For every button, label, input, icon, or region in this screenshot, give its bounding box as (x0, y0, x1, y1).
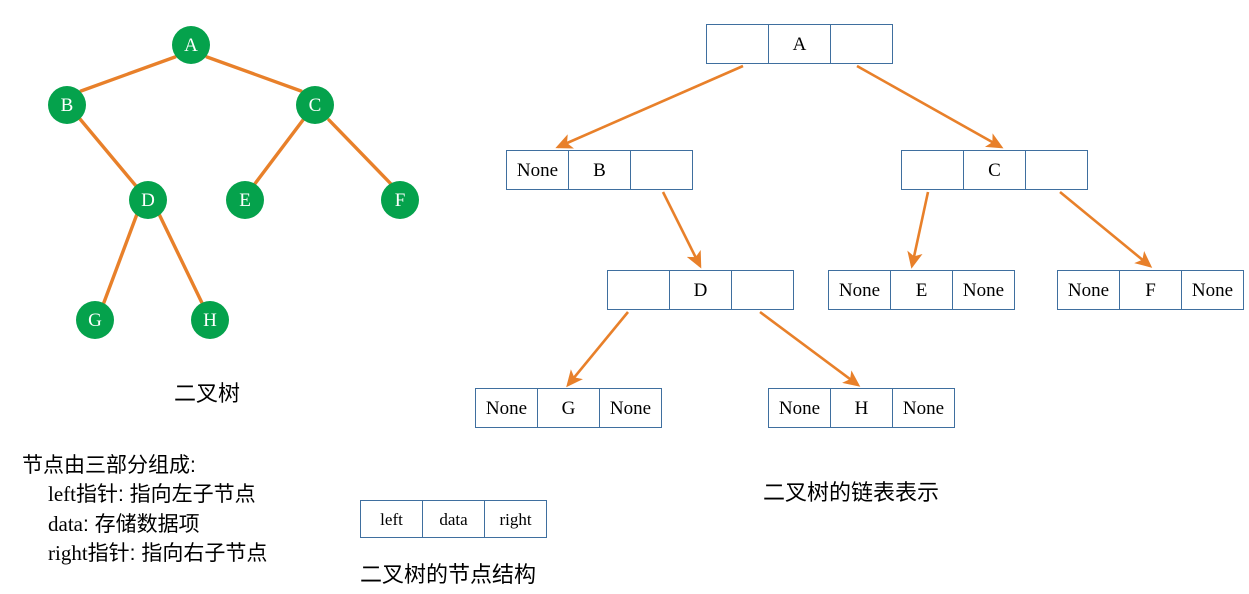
tree-edge-b-d (78, 117, 138, 188)
tree-node-h[interactable]: H (191, 301, 229, 339)
tree-edge-c-e (252, 118, 305, 187)
explanation-desc-left: 指针: 指向左子节点 (75, 483, 256, 507)
tree-node-g[interactable]: G (76, 301, 114, 339)
explanation-line-data: data: 存储数据项 (22, 510, 267, 539)
explanation-term-left: left (48, 482, 76, 507)
explanation-line-left: left指针: 指向左子节点 (22, 480, 267, 509)
ll-node-g[interactable]: None G None (475, 388, 662, 428)
ll-node-h[interactable]: None H None (768, 388, 955, 428)
ll-node-b[interactable]: None B (506, 150, 693, 190)
ll-node-h-right-cell[interactable]: None (892, 388, 955, 428)
ll-node-f[interactable]: None F None (1057, 270, 1244, 310)
tree-node-e[interactable]: E (226, 181, 264, 219)
explanation-desc-data: : 存储数据项 (82, 512, 200, 536)
node-structure-caption: 二叉树的节点结构 (360, 562, 537, 587)
tree-edge-c-f (327, 118, 394, 187)
ll-node-e-right-cell[interactable]: None (952, 270, 1015, 310)
tree-node-label: H (203, 309, 217, 331)
tree-node-label: C (308, 94, 322, 116)
ll-node-c-right-cell[interactable] (1025, 150, 1088, 190)
explanation-line-right: right指针: 指向右子节点 (22, 539, 267, 568)
ll-node-b-right-cell[interactable] (630, 150, 693, 190)
tree-node-c[interactable]: C (296, 86, 334, 124)
ll-node-h-data-cell: H (830, 388, 893, 428)
linked-list-caption: 二叉树的链表表示 (763, 480, 940, 505)
ll-node-g-data-cell: G (537, 388, 600, 428)
ll-node-d-right-cell[interactable] (731, 270, 794, 310)
tree-node-b[interactable]: B (48, 86, 86, 124)
ll-node-d-data-cell: D (669, 270, 732, 310)
ll-arrow-a-left-to-b (555, 64, 744, 149)
tree-node-label: D (141, 189, 155, 211)
ll-node-c[interactable]: C (901, 150, 1088, 190)
explanation-term-right: right (48, 541, 88, 566)
tree-node-f[interactable]: F (381, 181, 419, 219)
ll-node-f-left-cell[interactable]: None (1057, 270, 1120, 310)
ll-arrow-b-right-to-d (661, 191, 702, 269)
ll-node-a-left-cell[interactable] (706, 24, 769, 64)
ll-node-g-right-cell[interactable]: None (599, 388, 662, 428)
ll-node-g-left-cell[interactable]: None (475, 388, 538, 428)
tree-node-label: B (60, 94, 74, 116)
ll-node-a-right-cell[interactable] (830, 24, 893, 64)
ll-node-a[interactable]: A (706, 24, 893, 64)
node-structure-data-cell: data (422, 500, 485, 538)
explanation-block: 节点由三部分组成: left指针: 指向左子节点 data: 存储数据项 rig… (22, 452, 267, 568)
node-structure-right-cell: right (484, 500, 547, 538)
ll-node-d-left-cell[interactable] (607, 270, 670, 310)
tree-node-label: G (88, 309, 102, 331)
ll-node-e-data-cell: E (890, 270, 953, 310)
tree-edge-d-g (101, 212, 139, 307)
tree-edge-a-c (205, 55, 303, 93)
tree-edge-group (78, 55, 394, 307)
ll-node-d[interactable]: D (607, 270, 794, 310)
tree-edge-a-b (79, 55, 177, 93)
ll-node-e-left-cell[interactable]: None (828, 270, 891, 310)
tree-node-label: F (394, 189, 406, 211)
ll-node-f-right-cell[interactable]: None (1181, 270, 1244, 310)
ll-arrow-c-left-to-e (907, 191, 930, 269)
ll-node-b-data-cell: B (568, 150, 631, 190)
explanation-desc-right: 指针: 指向右子节点 (87, 542, 268, 566)
tree-node-d[interactable]: D (129, 181, 167, 219)
linked-list-arrow-group (555, 64, 1153, 388)
node-structure-left-cell: left (360, 500, 423, 538)
tree-node-label: E (239, 189, 251, 211)
ll-arrow-d-left-to-g (566, 311, 630, 388)
tree-node-a[interactable]: A (172, 26, 210, 64)
ll-node-c-data-cell: C (963, 150, 1026, 190)
ll-node-c-left-cell[interactable] (901, 150, 964, 190)
ll-node-a-data-cell: A (768, 24, 831, 64)
ll-arrow-c-right-to-f (1059, 190, 1153, 268)
ll-node-f-data-cell: F (1119, 270, 1182, 310)
ll-node-b-left-cell[interactable]: None (506, 150, 569, 190)
explanation-term-data: data (48, 511, 83, 536)
binary-tree-caption: 二叉树 (174, 381, 241, 406)
node-structure-box[interactable]: left data right (360, 500, 547, 538)
ll-node-e[interactable]: None E None (828, 270, 1015, 310)
explanation-heading: 节点由三部分组成: (22, 454, 196, 477)
ll-arrow-d-right-to-h (759, 310, 861, 387)
ll-arrow-a-right-to-c (856, 64, 1004, 149)
ll-node-h-left-cell[interactable]: None (768, 388, 831, 428)
tree-node-label: A (184, 34, 198, 56)
tree-edge-d-h (157, 212, 205, 307)
